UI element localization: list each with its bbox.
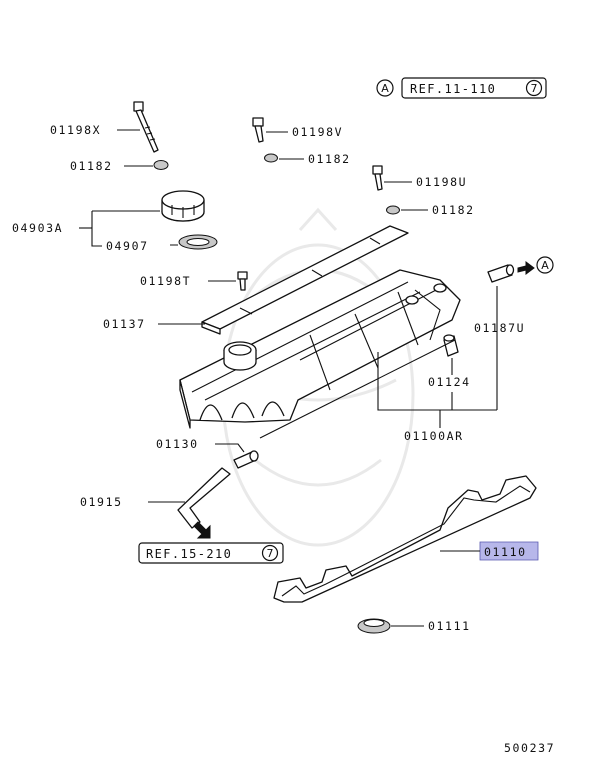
ref-text-top: REF.11-110 [410, 82, 496, 96]
ref-text-bottom: REF.15-210 [146, 547, 232, 561]
bolt-01198u[interactable] [372, 165, 383, 191]
seal-01111[interactable] [357, 618, 391, 634]
label-01100ar[interactable]: 01100AR [404, 429, 464, 443]
fitting-01187u[interactable] [487, 261, 535, 283]
pcv-valve-01130[interactable] [233, 450, 259, 469]
bolt-01198x[interactable] [133, 101, 159, 153]
label-01198x[interactable]: 01198X [50, 123, 101, 137]
label-01182-b[interactable]: 01182 [308, 152, 351, 166]
oil-cap-04903a[interactable] [161, 190, 205, 222]
label-01182-c[interactable]: 01182 [432, 203, 475, 217]
label-01198t[interactable]: 01198T [140, 274, 191, 288]
ref-11-110[interactable]: A REF.11-110 7 [376, 77, 547, 99]
arrow-circle-a[interactable]: A [541, 259, 549, 272]
label-04907[interactable]: 04907 [106, 239, 149, 253]
label-01182-a[interactable]: 01182 [70, 159, 113, 173]
highlight-01110 [479, 541, 539, 561]
washer-01182-b[interactable] [264, 153, 278, 163]
ref-circle-a: A [381, 82, 389, 95]
label-01111[interactable]: 01111 [428, 619, 471, 633]
baffle-plate-01137[interactable] [201, 225, 409, 335]
label-01124[interactable]: 01124 [428, 375, 471, 389]
rocker-cover-01100ar[interactable] [179, 269, 461, 429]
grommet-01124[interactable] [443, 334, 459, 357]
label-01137[interactable]: 01137 [103, 317, 146, 331]
label-01110[interactable]: 01110 [484, 545, 527, 559]
ref-badge-bottom: 7 [267, 547, 274, 560]
label-01915[interactable]: 01915 [80, 495, 123, 509]
label-01198v[interactable]: 01198V [292, 125, 343, 139]
hose-01915[interactable] [177, 467, 231, 539]
ref-15-210[interactable]: REF.15-210 7 [138, 542, 284, 564]
ref-badge-top: 7 [531, 82, 538, 95]
label-01187u[interactable]: 01187U [474, 321, 525, 335]
washer-01182-c[interactable] [386, 205, 400, 215]
label-01198u[interactable]: 01198U [416, 175, 467, 189]
figure-number: 500237 [504, 741, 555, 755]
gasket-04907[interactable] [178, 234, 218, 250]
washer-01182-a[interactable] [153, 160, 169, 170]
label-01130[interactable]: 01130 [156, 437, 199, 451]
bolt-01198v[interactable] [252, 117, 264, 143]
bolt-01198t[interactable] [237, 271, 248, 291]
gasket-01110[interactable] [273, 475, 537, 603]
label-04903a[interactable]: 04903A [12, 221, 63, 235]
